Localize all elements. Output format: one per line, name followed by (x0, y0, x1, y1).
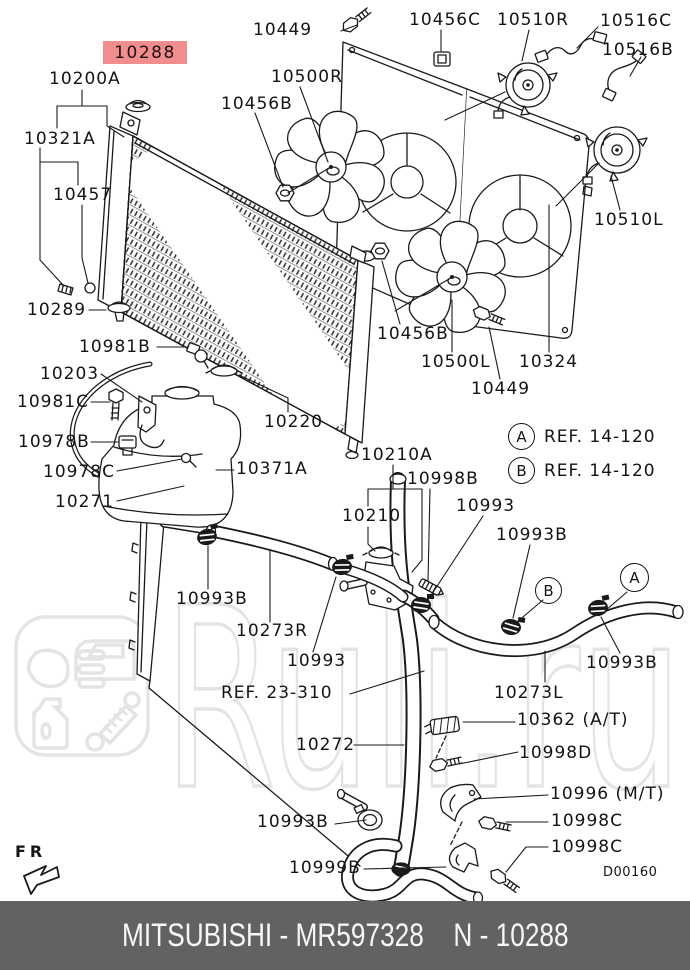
part-label-10978c: 10978C (43, 462, 115, 482)
watermark-text: Ruli.ru (163, 554, 683, 845)
radiator-cap (205, 364, 243, 377)
part-label-10516c: 10516C (600, 11, 672, 31)
stay-bolt (490, 868, 520, 894)
part-label-10371a: 10371A (236, 459, 308, 479)
part-label-10457: 10457 (53, 185, 113, 205)
ref-badge-a: A (508, 423, 535, 450)
part-label-10998c: 10998C (551, 837, 623, 857)
part-label-10978b: 10978B (18, 432, 90, 452)
radiator (97, 111, 376, 460)
fan-motor-wire-left (602, 49, 647, 102)
hose-clamp (332, 553, 354, 576)
part-label-10981c: 10981C (17, 392, 89, 412)
part-label-d00160: D00160 (603, 865, 658, 880)
part-label-10203: 10203 (40, 364, 100, 384)
headlight-icon (26, 648, 70, 689)
fan-motor-wire-right (534, 31, 608, 63)
ref-badge-b: B (508, 457, 535, 484)
bracket-bolt (108, 388, 124, 421)
part-label-10500l: 10500L (421, 352, 491, 372)
part-label-10998c: 10998C (551, 811, 623, 831)
ref-note-b: B REF. 14-120 (508, 457, 656, 484)
part-label-10993b: 10993B (496, 525, 568, 545)
hose-clamp (501, 616, 526, 636)
fan-motor-right (493, 62, 558, 119)
part-label-10210a: 10210A (361, 445, 433, 465)
hose-stay (448, 842, 479, 873)
pipe-clip (424, 715, 460, 736)
tank-bracket (137, 395, 165, 449)
ref-note-a: A REF. 14-120 (508, 423, 656, 450)
callout-badge-b: B (535, 577, 562, 604)
shock-absorber-icon (85, 691, 141, 752)
ring-clamp (353, 803, 383, 831)
part-label-10996-m-t: 10996 (M/T) (550, 784, 665, 804)
highlighted-part-label: 10288 (103, 41, 187, 64)
callout-badge-a: A (620, 563, 649, 592)
shroud-bolt (472, 305, 506, 326)
part-label-10321a: 10321A (24, 129, 96, 149)
oil-can-icon (32, 697, 69, 750)
part-label-10220: 10220 (264, 412, 324, 432)
drain-plug (57, 282, 96, 296)
cooling-fan-left (387, 212, 515, 338)
fan-nut (275, 184, 295, 202)
radiator-grommet-lower (107, 301, 131, 322)
part-label-10998b: 10998B (407, 469, 479, 489)
fr-direction-label: FR (15, 842, 47, 861)
part-label-10362-a-t: 10362 (A/T) (517, 710, 629, 730)
part-label-10516b: 10516B (602, 40, 674, 60)
part-label-10500r: 10500R (271, 67, 343, 87)
part-label-10273r: 10273R (236, 621, 308, 641)
part-label-10993b: 10993B (586, 653, 658, 673)
ref-text-b: REF. 14-120 (544, 460, 656, 481)
footer-part-number: N - 10288 (453, 917, 569, 953)
radiator-side-panel (128, 507, 361, 867)
part-label-10272: 10272 (296, 735, 356, 755)
shroud-clip-nut (433, 51, 451, 67)
part-label-10998d: 10998D (519, 743, 593, 763)
part-label-ref-23-310: REF. 23-310 (221, 683, 333, 703)
part-label-10993: 10993 (287, 651, 347, 671)
part-label-10993b: 10993B (257, 812, 329, 832)
part-label-10456b: 10456B (221, 94, 293, 114)
valve-part (118, 435, 137, 456)
thermo-sensor (186, 342, 209, 369)
clip-bolt (429, 756, 463, 772)
part-label-10981b: 10981B (79, 337, 151, 357)
part-label-10510r: 10510R (497, 10, 569, 30)
part-label-10993b: 10993B (176, 589, 248, 609)
fan-nut (370, 242, 390, 260)
radiator-grommet-upper (125, 99, 151, 113)
hose-clamp (588, 594, 610, 617)
part-label-10456c: 10456C (409, 10, 481, 30)
footer-bar: MITSUBISHI - MR597328 N - 10288 (0, 901, 690, 970)
watermark-logo (14, 615, 150, 757)
bracket-bolt (478, 816, 512, 832)
part-label-10271: 10271 (55, 492, 115, 512)
part-label-10456b: 10456B (377, 324, 449, 344)
ref-text-a: REF. 14-120 (544, 426, 656, 447)
part-label-10210: 10210 (342, 506, 402, 526)
part-label-10324: 10324 (519, 352, 579, 372)
cooling-fan-right (266, 102, 394, 228)
footer-brand-part: MITSUBISHI - MR597328 (121, 917, 424, 953)
part-label-10289: 10289 (27, 300, 87, 320)
part-label-10993: 10993 (456, 496, 516, 516)
leader-lines (39, 24, 642, 873)
part-label-10273l: 10273L (494, 683, 564, 703)
part-label-10999b: 10999B (289, 858, 361, 878)
part-label-10200a: 10200A (49, 69, 121, 89)
fr-arrow-icon (23, 865, 60, 895)
part-label-10449: 10449 (253, 20, 313, 40)
part-label-10449: 10449 (471, 379, 531, 399)
pipe-bracket (440, 783, 482, 822)
part-label-10510l: 10510L (594, 210, 664, 230)
hose-clamp (197, 523, 219, 546)
stud-bolt (418, 578, 444, 596)
small-sensor (180, 452, 197, 468)
